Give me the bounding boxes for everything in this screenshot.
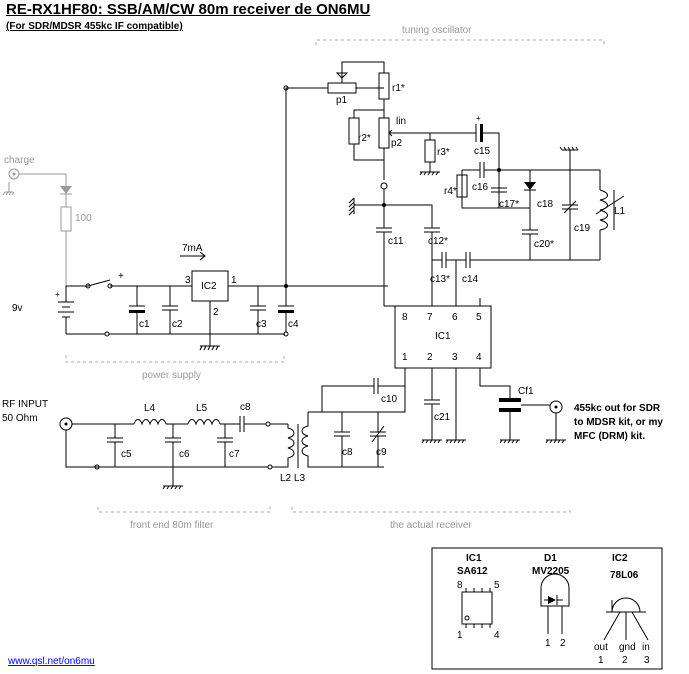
c7-label: c7 [229,449,240,460]
frontend-label: front end 80m filter [130,520,214,531]
c8b-label: c8 [342,447,353,458]
rf-input-label: RF INPUT [2,399,48,410]
svg-text:+: + [55,290,60,299]
r1-resistor [378,72,390,100]
tuning-bracket [315,39,605,45]
svg-text:+: + [476,114,481,123]
ic1-box [394,305,492,369]
l5-label: L5 [196,403,208,414]
resistor-100-label: 100 [75,213,92,224]
page-title: RE-RX1HF80: SSB/AM/CW 80m receiver de ON… [6,1,371,18]
svg-text:2: 2 [213,307,219,318]
cf1-label: Cf1 [518,386,534,397]
svg-text:1: 1 [231,275,237,286]
page-subtitle: (For SDR/MDSR 455kc IF compatible) [6,21,183,32]
ic1-label: IC1 [435,331,451,342]
c4-label: c4 [288,319,299,330]
l4-coil [133,419,167,426]
c11-label: c11 [388,236,404,247]
c21-label: c21 [434,412,451,423]
c12-label: c12* [428,236,448,247]
svg-text:5: 5 [476,312,482,323]
c16-label: c16 [472,182,489,193]
svg-text:7: 7 [427,312,433,323]
power-bracket [65,355,285,363]
resistor-100 [60,206,72,232]
r3-resistor [424,139,436,163]
c9-label: c9 [376,447,387,458]
c15-label: c15 [474,146,491,157]
c5-label: c5 [121,449,132,460]
tuning-label: tuning oscillator [402,25,472,36]
svg-text:3: 3 [452,352,458,363]
ohm-label: 50 Ohm [2,413,38,424]
l2l3-label: L2 L3 [280,473,305,484]
output-note: 455kc out for SDR to MDSR kit, or my MFC… [574,403,663,442]
p2-pot [378,117,390,149]
r2-label: r2* [358,133,371,144]
c20-label: c20* [534,239,554,250]
r1-label: r1* [392,83,405,94]
c18-label: c18 [537,199,554,210]
svg-text:6: 6 [452,312,458,323]
l5-coil [187,419,221,426]
c14-label: c14 [462,274,479,285]
charge-label: charge [4,155,35,166]
l4-label: L4 [144,403,156,414]
r4-label: r4* [444,186,457,197]
power-label: power supply [142,370,201,381]
c10-label: c10 [381,394,398,405]
ic2-label: IC2 [201,281,217,292]
svg-text:8: 8 [402,312,408,323]
l1-label: L1 [614,206,626,217]
battery-label: 9v [12,303,23,314]
c8a-label: c8 [240,402,251,413]
current-label: 7mA [182,243,203,254]
frontend-bracket [97,507,271,513]
p1-label: p1 [336,95,348,106]
r4-resistor [456,174,468,198]
p2-label: p2 [391,138,403,149]
lin-label: lin [396,116,406,127]
d1-varicap [524,182,536,190]
receiver-label: the actual receiver [390,520,472,531]
c3-label: c3 [256,319,267,330]
receiver-bracket [291,507,571,513]
svg-text:3: 3 [185,275,191,286]
c1-label: c1 [139,319,150,330]
svg-text:1: 1 [402,352,408,363]
c6-label: c6 [179,449,190,460]
charge-diode [60,186,72,194]
r3-label: r3* [437,147,450,158]
plus-label: + [118,271,124,282]
svg-text:4: 4 [476,352,482,363]
cf1-filter [499,398,521,402]
footer-link[interactable]: www.qsl.net/on6mu [8,656,95,667]
c2-label: c2 [172,319,183,330]
c17-label: c17* [499,199,519,210]
c13-label: c13* [430,274,450,285]
svg-text:2: 2 [427,352,433,363]
c19-label: c19 [574,223,591,234]
p1-pot [327,82,357,94]
